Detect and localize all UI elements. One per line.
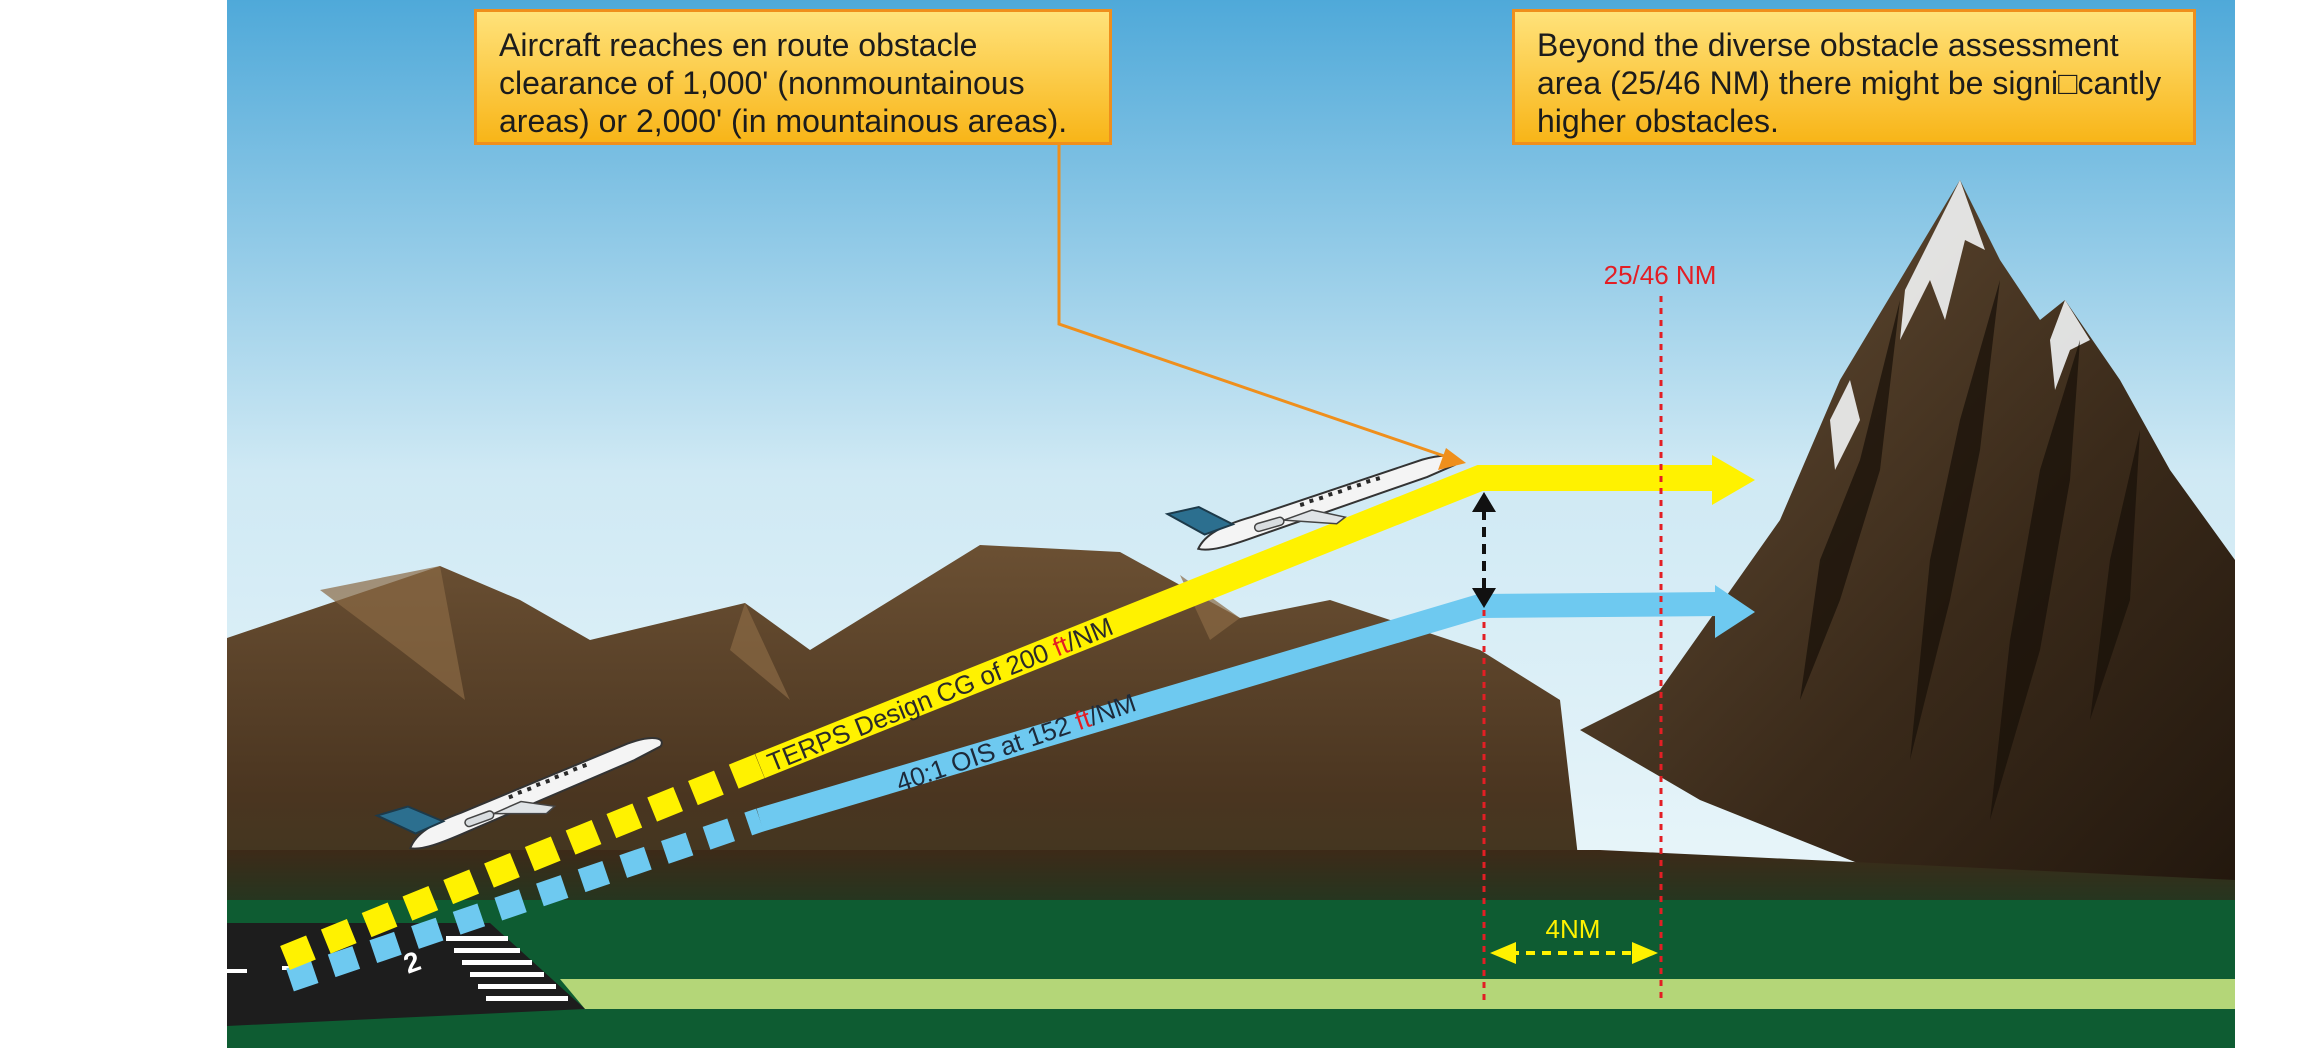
callout-leader [1057,145,1466,470]
mountain-snow [1830,180,2090,470]
aircraft-high-icon [1164,454,1458,551]
callout-en-route-clearance: Aircraft reaches en route obstacle clear… [474,9,1112,145]
ois-path [286,585,1755,992]
terps-arrowhead [1712,455,1755,505]
ois-arrowhead [1715,585,1755,638]
distance-marker-label: 25/46 NM [1604,260,1717,290]
span-label: 4NM [1546,914,1601,944]
aircraft-low-icon [374,737,663,850]
mountain-ridges [1800,280,2140,820]
span-arrow [1490,942,1658,964]
hill-highlights [320,566,1240,700]
mountain-main [1580,180,2235,880]
runway-extension-strip [560,979,2235,1009]
separation-arrow [1472,492,1496,608]
callout-beyond-assessment-area: Beyond the diverse obstacle assessment a… [1512,9,2196,145]
terps-path [280,455,1755,971]
grass-lower [227,900,2235,1048]
